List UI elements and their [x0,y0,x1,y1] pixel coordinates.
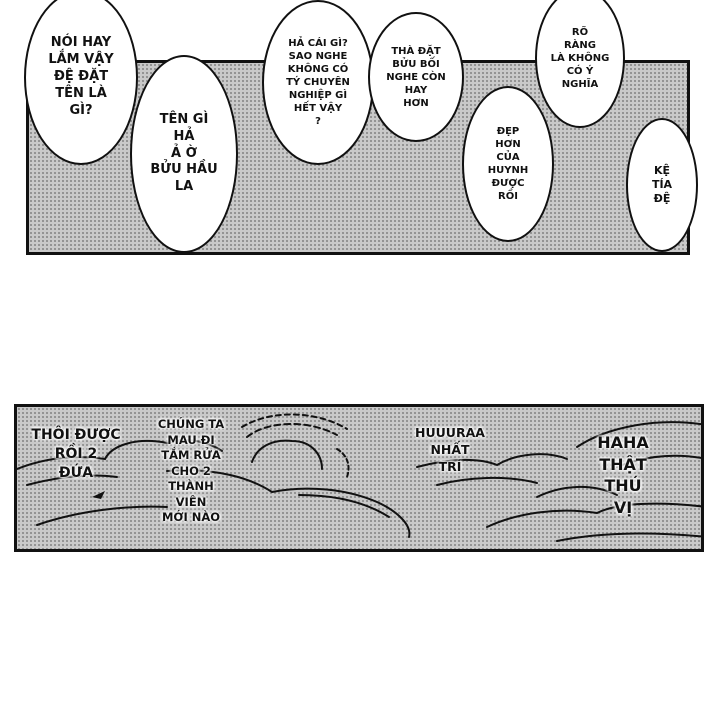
speech-bubble-unprofessional: HẢ CÁI GÌ? SAO NGHE KHÔNG CÓ TÝ CHUYÊN N… [262,0,374,165]
speech-bubble-prettier: ĐẸP HƠN CỦA HUYNH ĐƯỢC RỒI [462,86,554,242]
cloud-scenery [17,413,701,542]
speech-bubble-name-answer: TÊN GÌ HẢ Ả Ờ BỬU HẦU LA [130,55,238,253]
speech-bubble-meaningless: RÕ RÀNG LÀ KHÔNG CÓ Ý NGHĨA [535,0,625,128]
caption-alright-you-two: THÔI ĐƯỢC RỒI 2 ĐỨA [31,427,121,481]
speech-bubble-whatever: KỆ TÍA ĐỆ [626,118,698,252]
caption-haha-interesting: HAHA THẬT THÚ VỊ [597,433,649,517]
speech-bubble-treasure: THÀ ĐẶT BỬU BỐI NGHE CÒN HAY HƠN [368,12,464,142]
caption-go-bathe: CHÚNG TA MAU ĐI TẮM RỬA CHO 2 THÀNH VIÊN… [157,417,225,525]
caption-hurrah-agree: HUUURAA NHẤT TRÍ [415,425,485,474]
speech-bubble-ask-name: NÓI HAY LẮM VẬY ĐỆ ĐẶT TÊN LÀ GÌ? [24,0,138,165]
comic-panel-bottom [14,404,704,552]
